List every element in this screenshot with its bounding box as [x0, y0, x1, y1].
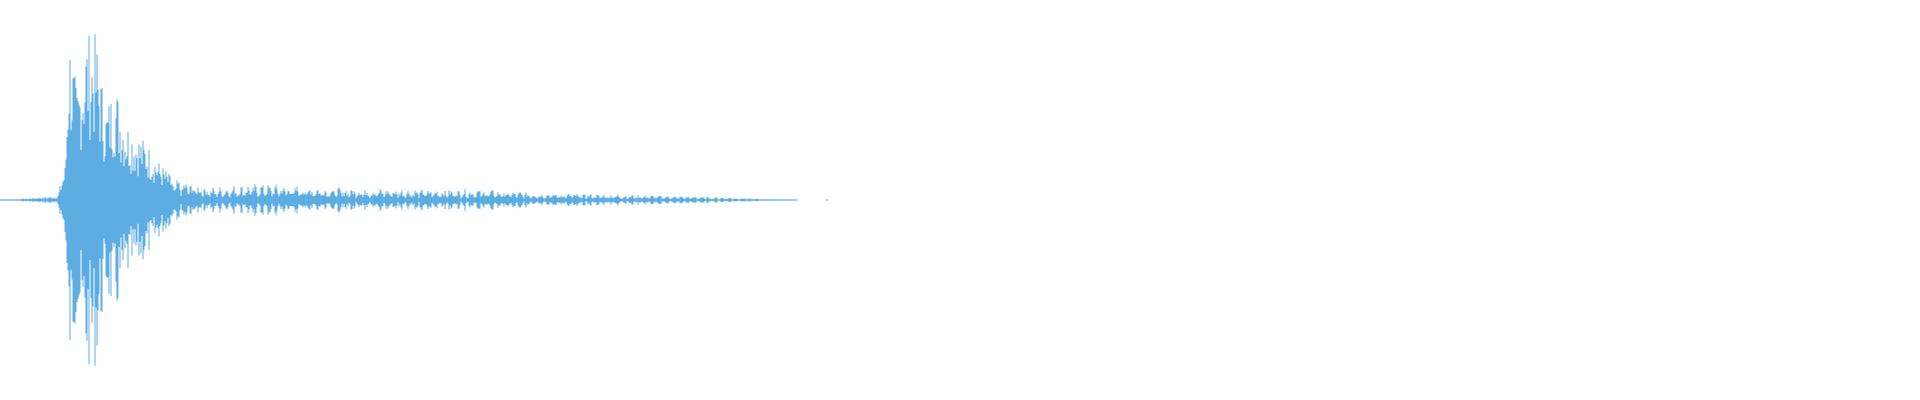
audio-waveform — [0, 34, 828, 366]
waveform-view — [0, 34, 828, 366]
